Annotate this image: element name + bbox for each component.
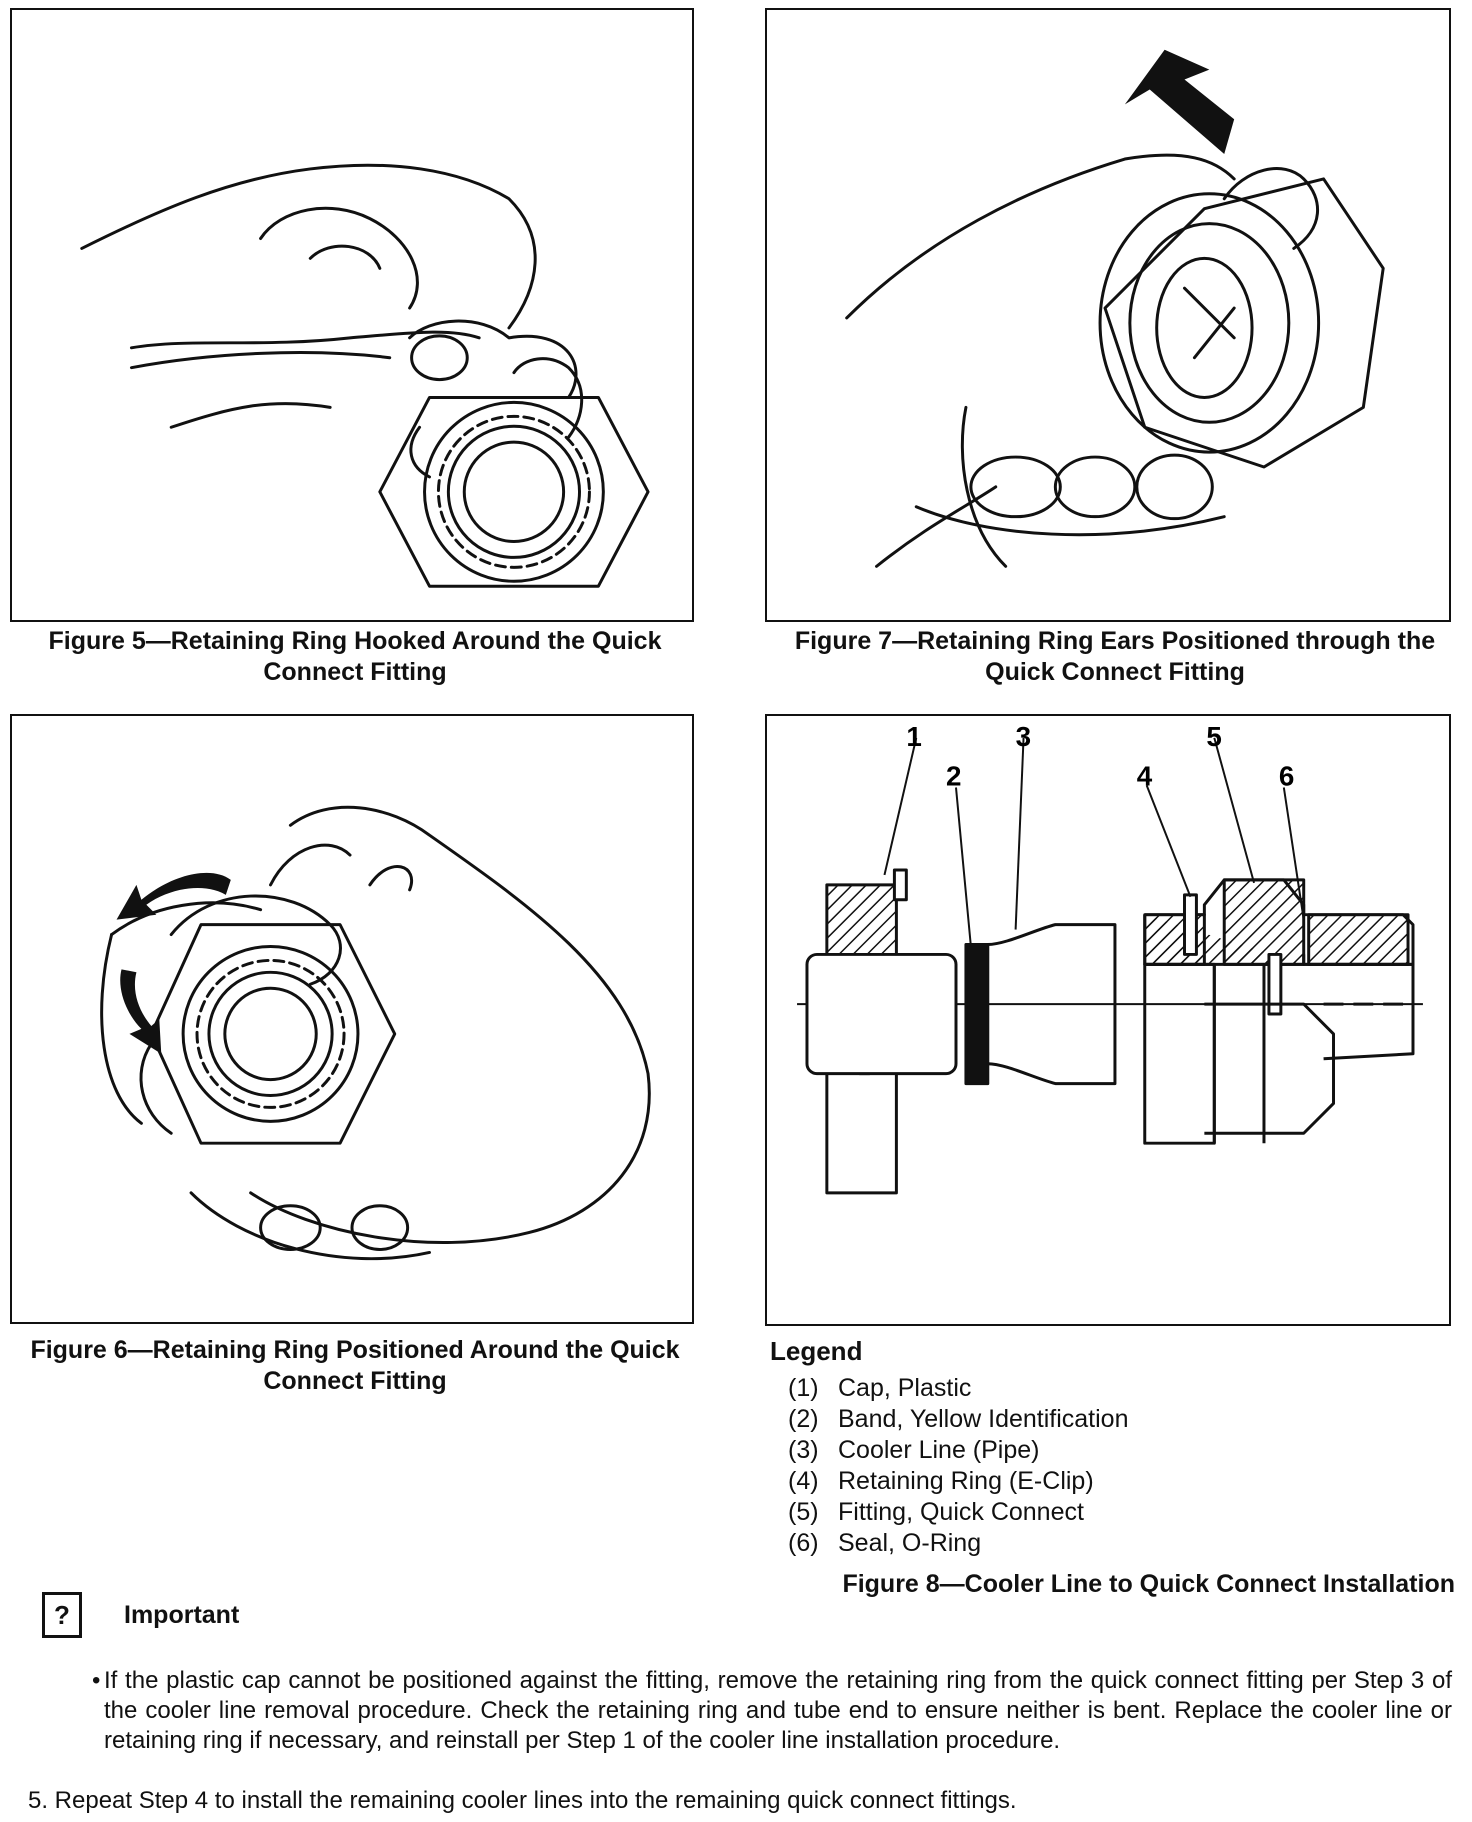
step-5-text: 5. Repeat Step 4 to install the remainin… — [28, 1787, 1017, 1814]
legend-item: (5)Fitting, Quick Connect — [788, 1498, 1084, 1526]
callout-2: 2 — [946, 761, 961, 792]
figure-8-illustration: 1 2 3 4 5 6 — [765, 714, 1451, 1326]
callout-5: 5 — [1206, 721, 1221, 752]
callout-6: 6 — [1279, 761, 1294, 792]
figure-6-illustration — [10, 714, 694, 1324]
figure-7-caption: Figure 7—Retaining Ring Ears Positioned … — [794, 627, 1436, 686]
callout-4: 4 — [1137, 761, 1153, 792]
arrow-counterclockwise-icon — [116, 872, 231, 920]
cooler-line-quick-connect-diagram: 1 2 3 4 5 6 — [797, 721, 1423, 1195]
legend-item: (4)Retaining Ring (E-Clip) — [788, 1467, 1094, 1495]
figure-7-illustration — [765, 8, 1451, 622]
legend-item: (3)Cooler Line (Pipe) — [788, 1436, 1040, 1464]
hand-ring-positioned-drawing — [100, 805, 651, 1261]
bullet-icon: • — [92, 1667, 101, 1694]
legend-title: Legend — [770, 1336, 863, 1366]
arrow-down-icon — [120, 969, 162, 1054]
important-callout: ? Important — [42, 1592, 239, 1638]
legend-item: (1)Cap, Plastic — [788, 1374, 972, 1402]
hand-ring-hooked-drawing — [80, 163, 650, 588]
figure-5-caption: Figure 5—Retaining Ring Hooked Around th… — [48, 627, 662, 686]
important-note-text: If the plastic cap cannot be positioned … — [104, 1667, 1452, 1754]
important-note: • If the plastic cap cannot be positione… — [92, 1666, 1452, 1756]
legend-item: (6)Seal, O-Ring — [788, 1529, 982, 1557]
legend: Legend (1)Cap, Plastic (2)Band, Yellow I… — [770, 1336, 1460, 1559]
hand-ring-ears-drawing — [845, 49, 1385, 568]
figure-5-illustration — [10, 8, 694, 622]
legend-list: (1)Cap, Plastic (2)Band, Yellow Identifi… — [770, 1373, 1460, 1559]
legend-item: (2)Band, Yellow Identification — [788, 1405, 1129, 1433]
important-icon: ? — [42, 1592, 82, 1638]
arrow-down-icon — [1124, 49, 1235, 155]
callout-3: 3 — [1016, 721, 1031, 752]
figure-6-caption: Figure 6—Retaining Ring Positioned Aroun… — [30, 1336, 680, 1395]
important-label: Important — [124, 1600, 240, 1629]
callout-1: 1 — [906, 721, 921, 752]
figure-8-caption: Figure 8—Cooler Line to Quick Connect In… — [842, 1570, 1455, 1598]
